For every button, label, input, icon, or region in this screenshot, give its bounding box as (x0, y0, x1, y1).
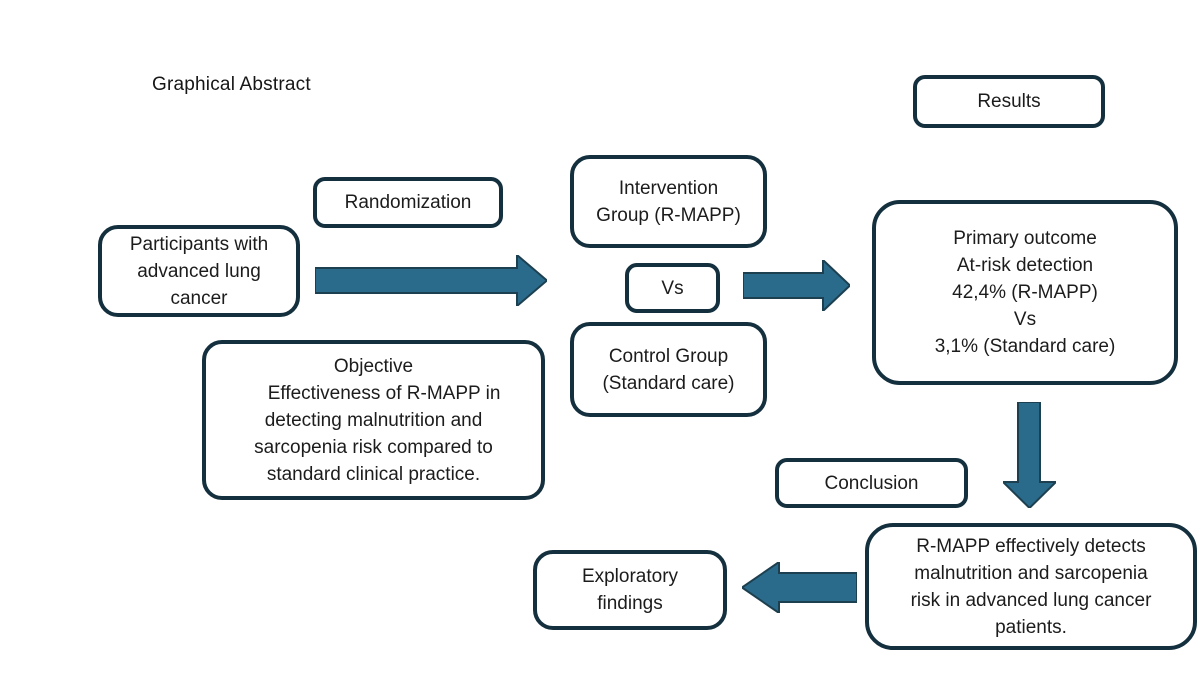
control-group-box: Control Group (Standard care) (570, 322, 767, 417)
primary-outcome-box: Primary outcome At-risk detection 42,4% … (872, 200, 1178, 385)
right-arrow-icon (315, 255, 547, 306)
exploratory-findings-box: Exploratory findings (533, 550, 727, 630)
right-arrow-icon (743, 260, 850, 311)
vs-label: Vs (661, 277, 684, 299)
primary-outcome-text: Primary outcome At-risk detection 42,4% … (934, 228, 1116, 357)
participants-label: Participants with advanced lung cancer (129, 233, 269, 309)
left-arrow-icon (742, 562, 857, 613)
results-box: Results (913, 75, 1105, 128)
down-arrow-icon (1003, 402, 1056, 508)
page-title: Graphical Abstract (152, 74, 311, 95)
participants-box: Participants with advanced lung cancer (98, 225, 300, 317)
conclusion-statement-text: R-MAPP effectively detects malnutrition … (910, 535, 1152, 638)
intervention-group-label: Intervention Group (R-MAPP) (596, 177, 741, 226)
conclusion-statement-box: R-MAPP effectively detects malnutrition … (865, 523, 1197, 650)
results-label: Results (977, 91, 1041, 112)
objective-text: Objective Effectiveness of R-MAPP in det… (254, 355, 501, 485)
conclusion-label: Conclusion (824, 472, 919, 494)
intervention-group-box: Intervention Group (R-MAPP) (570, 155, 767, 248)
conclusion-box: Conclusion (775, 458, 968, 508)
randomization-label: Randomization (344, 192, 472, 213)
objective-box: Objective Effectiveness of R-MAPP in det… (202, 340, 545, 500)
control-group-label: Control Group (Standard care) (602, 345, 735, 394)
randomization-box: Randomization (313, 177, 503, 228)
exploratory-findings-label: Exploratory findings (581, 566, 679, 614)
vs-box: Vs (625, 263, 720, 313)
